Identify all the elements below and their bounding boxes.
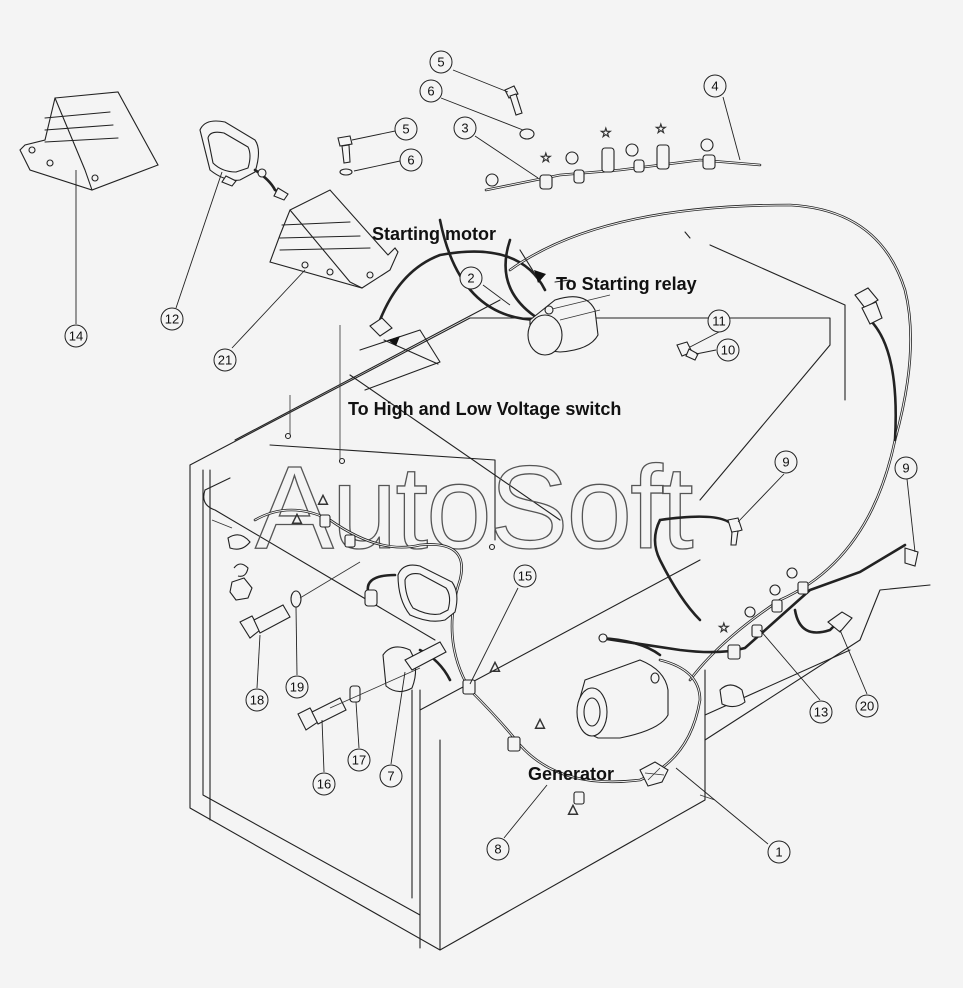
svg-text:4: 4 <box>711 79 718 94</box>
callout-6-lamp: 6 <box>399 148 423 172</box>
lamp-guard-14 <box>19 91 159 191</box>
svg-text:13: 13 <box>814 705 828 720</box>
svg-text:15: 15 <box>518 569 532 584</box>
callout-18: 18 <box>245 688 269 712</box>
callout-7: 7 <box>379 764 403 788</box>
svg-text:21: 21 <box>218 353 232 368</box>
svg-text:12: 12 <box>165 312 179 327</box>
svg-text:17: 17 <box>352 753 366 768</box>
left-hardware <box>227 534 447 731</box>
label-starting-motor: Starting motor <box>372 224 496 244</box>
leader-lines <box>75 69 916 845</box>
callout-6-top: 6 <box>419 79 443 103</box>
callout-19: 19 <box>285 675 309 699</box>
svg-text:8: 8 <box>494 842 501 857</box>
svg-text:2: 2 <box>467 271 474 286</box>
callout-16: 16 <box>312 772 336 796</box>
svg-text:△: △ <box>292 511 302 526</box>
lower-harness-clips: △ △ △ ☆ △ △ <box>292 492 853 817</box>
svg-text:△: △ <box>535 716 545 731</box>
label-generator: Generator <box>528 764 614 784</box>
svg-text:14: 14 <box>69 329 83 344</box>
clip-10-11 <box>676 341 699 361</box>
callout-20: 20 <box>855 694 879 718</box>
svg-text:20: 20 <box>860 699 874 714</box>
svg-text:☆: ☆ <box>655 122 667 137</box>
top-harness-clips: ☆ ☆ ☆ <box>485 122 716 190</box>
svg-text:6: 6 <box>427 84 434 99</box>
svg-text:☆: ☆ <box>718 621 730 636</box>
svg-text:1: 1 <box>775 845 782 860</box>
callout-14: 14 <box>64 324 88 348</box>
svg-text:☆: ☆ <box>540 151 552 166</box>
svg-text:△: △ <box>568 802 578 817</box>
callout-3: 3 <box>453 116 477 140</box>
callout-5-top: 5 <box>429 50 453 74</box>
main-harness <box>253 158 912 784</box>
svg-text:△: △ <box>490 659 500 674</box>
callout-12: 12 <box>160 307 184 331</box>
callout-4: 4 <box>703 74 727 98</box>
callout-10: 10 <box>716 338 740 362</box>
machine-body <box>189 231 931 951</box>
work-lamp-12 <box>199 120 289 201</box>
callout-13: 13 <box>809 700 833 724</box>
svg-text:3: 3 <box>461 121 468 136</box>
callout-9-center: 9 <box>774 450 798 474</box>
callout-15: 15 <box>513 564 537 588</box>
svg-text:19: 19 <box>290 680 304 695</box>
svg-text:9: 9 <box>902 461 909 476</box>
callout-1: 1 <box>767 840 791 864</box>
callout-11: 11 <box>707 309 731 333</box>
connector-9 <box>727 287 919 567</box>
svg-text:☆: ☆ <box>600 126 612 141</box>
svg-text:10: 10 <box>721 343 735 358</box>
svg-text:5: 5 <box>437 55 444 70</box>
svg-text:△: △ <box>318 492 328 507</box>
callout-2: 2 <box>459 266 483 290</box>
lamp-guard-21 <box>269 189 399 289</box>
svg-text:16: 16 <box>317 777 331 792</box>
svg-text:7: 7 <box>387 769 394 784</box>
label-to-voltage-switch: To High and Low Voltage switch <box>348 399 621 419</box>
generator <box>576 633 746 787</box>
svg-text:9: 9 <box>782 455 789 470</box>
front-work-lamp <box>299 561 458 622</box>
svg-text:18: 18 <box>250 693 264 708</box>
callout-9-right: 9 <box>894 456 918 480</box>
label-to-starting-relay: To Starting relay <box>556 274 697 294</box>
starting-motor <box>359 249 611 391</box>
watermark-text: AutoSoft <box>255 442 693 574</box>
bolt-washer-group <box>337 85 535 176</box>
svg-text:6: 6 <box>407 153 414 168</box>
callout-21: 21 <box>213 348 237 372</box>
svg-text:11: 11 <box>712 314 726 329</box>
callout-5-lamp: 5 <box>394 117 418 141</box>
callout-17: 17 <box>347 748 371 772</box>
svg-text:5: 5 <box>402 122 409 137</box>
callout-8: 8 <box>486 837 510 861</box>
